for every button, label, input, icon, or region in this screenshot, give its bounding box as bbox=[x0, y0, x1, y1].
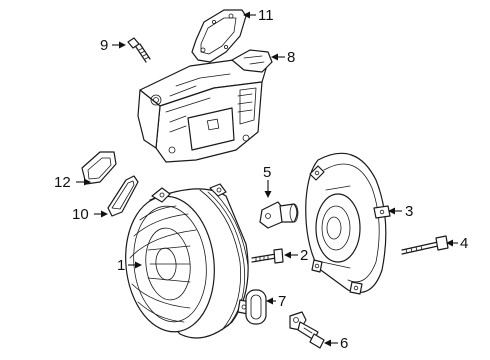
callout-label-3: 3 bbox=[405, 203, 413, 220]
control-unit-part bbox=[137, 49, 273, 163]
arrowhead-2 bbox=[284, 251, 291, 259]
callout-label-6: 6 bbox=[340, 335, 348, 352]
bolt-part-top bbox=[127, 37, 151, 63]
end-cover-part bbox=[305, 152, 391, 295]
arrowhead-8 bbox=[271, 53, 278, 61]
sensor-bracket-part bbox=[259, 201, 299, 229]
callout-label-11: 11 bbox=[258, 7, 274, 24]
callout-label-12: 12 bbox=[54, 174, 71, 191]
arrowhead-4 bbox=[446, 239, 453, 247]
bolt-part-right bbox=[401, 235, 449, 255]
gasket-plate-part bbox=[191, 9, 247, 63]
electric-motor-part bbox=[125, 183, 251, 339]
callout-label-8: 8 bbox=[287, 49, 295, 66]
callout-label-9: 9 bbox=[100, 37, 108, 54]
callout-label-10: 10 bbox=[72, 206, 89, 223]
callout-label-7: 7 bbox=[278, 293, 286, 310]
small-gasket-part bbox=[81, 151, 117, 185]
arrowhead-1 bbox=[135, 261, 142, 269]
arrowhead-7 bbox=[266, 297, 273, 305]
bolt-part-middle bbox=[251, 248, 284, 264]
arrowhead-9 bbox=[119, 41, 126, 49]
arrowhead-5 bbox=[264, 191, 272, 198]
arrowhead-10 bbox=[101, 210, 108, 218]
o-ring-part bbox=[245, 289, 267, 325]
connector-fitting-part bbox=[289, 311, 325, 349]
arrowhead-11 bbox=[243, 11, 250, 19]
callout-label-5: 5 bbox=[263, 164, 271, 181]
arrowhead-12 bbox=[84, 178, 91, 186]
arrowhead-6 bbox=[324, 339, 331, 347]
seal-ring-part bbox=[107, 175, 139, 217]
callout-label-4: 4 bbox=[460, 235, 468, 252]
arrowhead-3 bbox=[388, 207, 395, 215]
callout-label-1: 1 bbox=[117, 257, 125, 274]
callout-label-2: 2 bbox=[300, 247, 308, 264]
